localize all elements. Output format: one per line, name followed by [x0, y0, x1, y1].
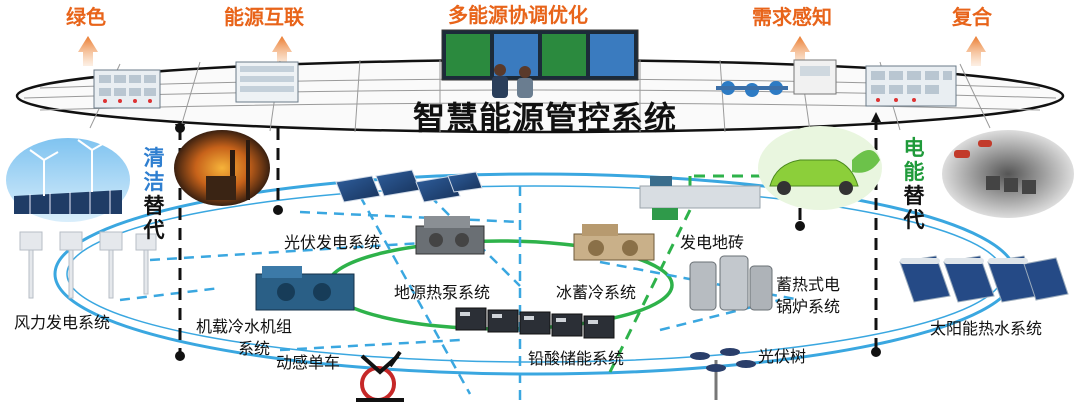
electric-meter-icon	[793, 59, 837, 95]
arrow-up-icon	[78, 36, 98, 66]
exercise-bike-label: 动感单车	[276, 353, 341, 372]
vertical-char: 能	[903, 160, 925, 184]
pv-power-label: 光伏发电系统	[284, 233, 381, 252]
pv-tree-icon	[690, 348, 756, 400]
electric-substitution-label: 电 能 替 代	[902, 136, 926, 232]
vertical-char: 洁	[143, 170, 165, 194]
switch-cabinet-icon	[235, 61, 299, 103]
solar-water-heaters-icon	[899, 255, 1069, 303]
vertical-char: 代	[903, 208, 925, 232]
switch-cabinet-icon	[93, 69, 161, 109]
clean-substitution-label: 清 洁 替 代	[142, 146, 166, 242]
solar-panels-icon	[335, 169, 483, 203]
small-wind-turbines-icon	[19, 231, 157, 299]
page-title: 智慧能源管控系统	[413, 99, 678, 137]
arrow-up-icon	[272, 36, 292, 66]
arrow-up-icon	[790, 36, 810, 66]
thermal-storage-tanks-icon	[689, 255, 773, 311]
lead-acid-storage-label: 铅酸储能系统	[528, 349, 625, 368]
top-label-multi-energy-optimization: 多能源协调优化	[448, 3, 588, 27]
vertical-char: 替	[903, 184, 925, 208]
switch-cabinet-icon	[865, 65, 957, 107]
power-tile-icon	[639, 176, 761, 220]
vertical-char: 代	[143, 218, 165, 242]
onboard-chiller-label-2: 系统	[238, 339, 271, 358]
electric-car-image	[758, 126, 882, 210]
heat-pump-unit-icon	[415, 216, 485, 255]
operator-people-icon	[492, 64, 533, 98]
pollution-image	[942, 130, 1074, 218]
lead-acid-batteries-icon	[455, 307, 615, 339]
water-meter-icon	[716, 81, 788, 97]
ground-source-heat-pump-label: 地源热泵系统	[394, 283, 491, 302]
arrow-up-icon	[966, 36, 986, 66]
heat-storage-boiler-label-1: 蓄热式电	[776, 275, 841, 294]
wind-solar-image	[6, 138, 130, 222]
chiller-unit-icon	[255, 266, 355, 311]
vertical-char: 电	[903, 136, 925, 160]
exercise-bike-icon	[356, 350, 404, 402]
ice-storage-label: 冰蓄冷系统	[556, 283, 637, 302]
power-tile-label: 发电地砖	[680, 233, 745, 252]
top-label-composite: 复合	[952, 5, 992, 29]
top-label-energy-interconnection: 能源互联	[224, 5, 304, 29]
monitoring-screens-icon	[441, 29, 639, 98]
pv-tree-label: 光伏树	[758, 347, 807, 366]
vertical-char: 替	[143, 194, 165, 218]
wind-power-label: 风力发电系统	[14, 313, 111, 332]
connector-dots	[175, 112, 881, 361]
wind-turbine-icon	[29, 139, 107, 196]
top-label-demand-perception: 需求感知	[752, 5, 832, 29]
ice-storage-unit-icon	[573, 224, 655, 261]
outer-energy-ring	[53, 172, 1017, 376]
top-label-green: 绿色	[66, 5, 106, 29]
factory-smoke-image	[174, 130, 270, 206]
solar-water-heater-label: 太阳能热水系统	[930, 319, 1043, 338]
blue-dashed-links	[119, 186, 801, 400]
heat-storage-boiler-label-2: 锅炉系统	[776, 297, 841, 316]
onboard-chiller-label-1: 机载冷水机组	[196, 317, 293, 336]
vertical-char: 清	[143, 146, 165, 170]
